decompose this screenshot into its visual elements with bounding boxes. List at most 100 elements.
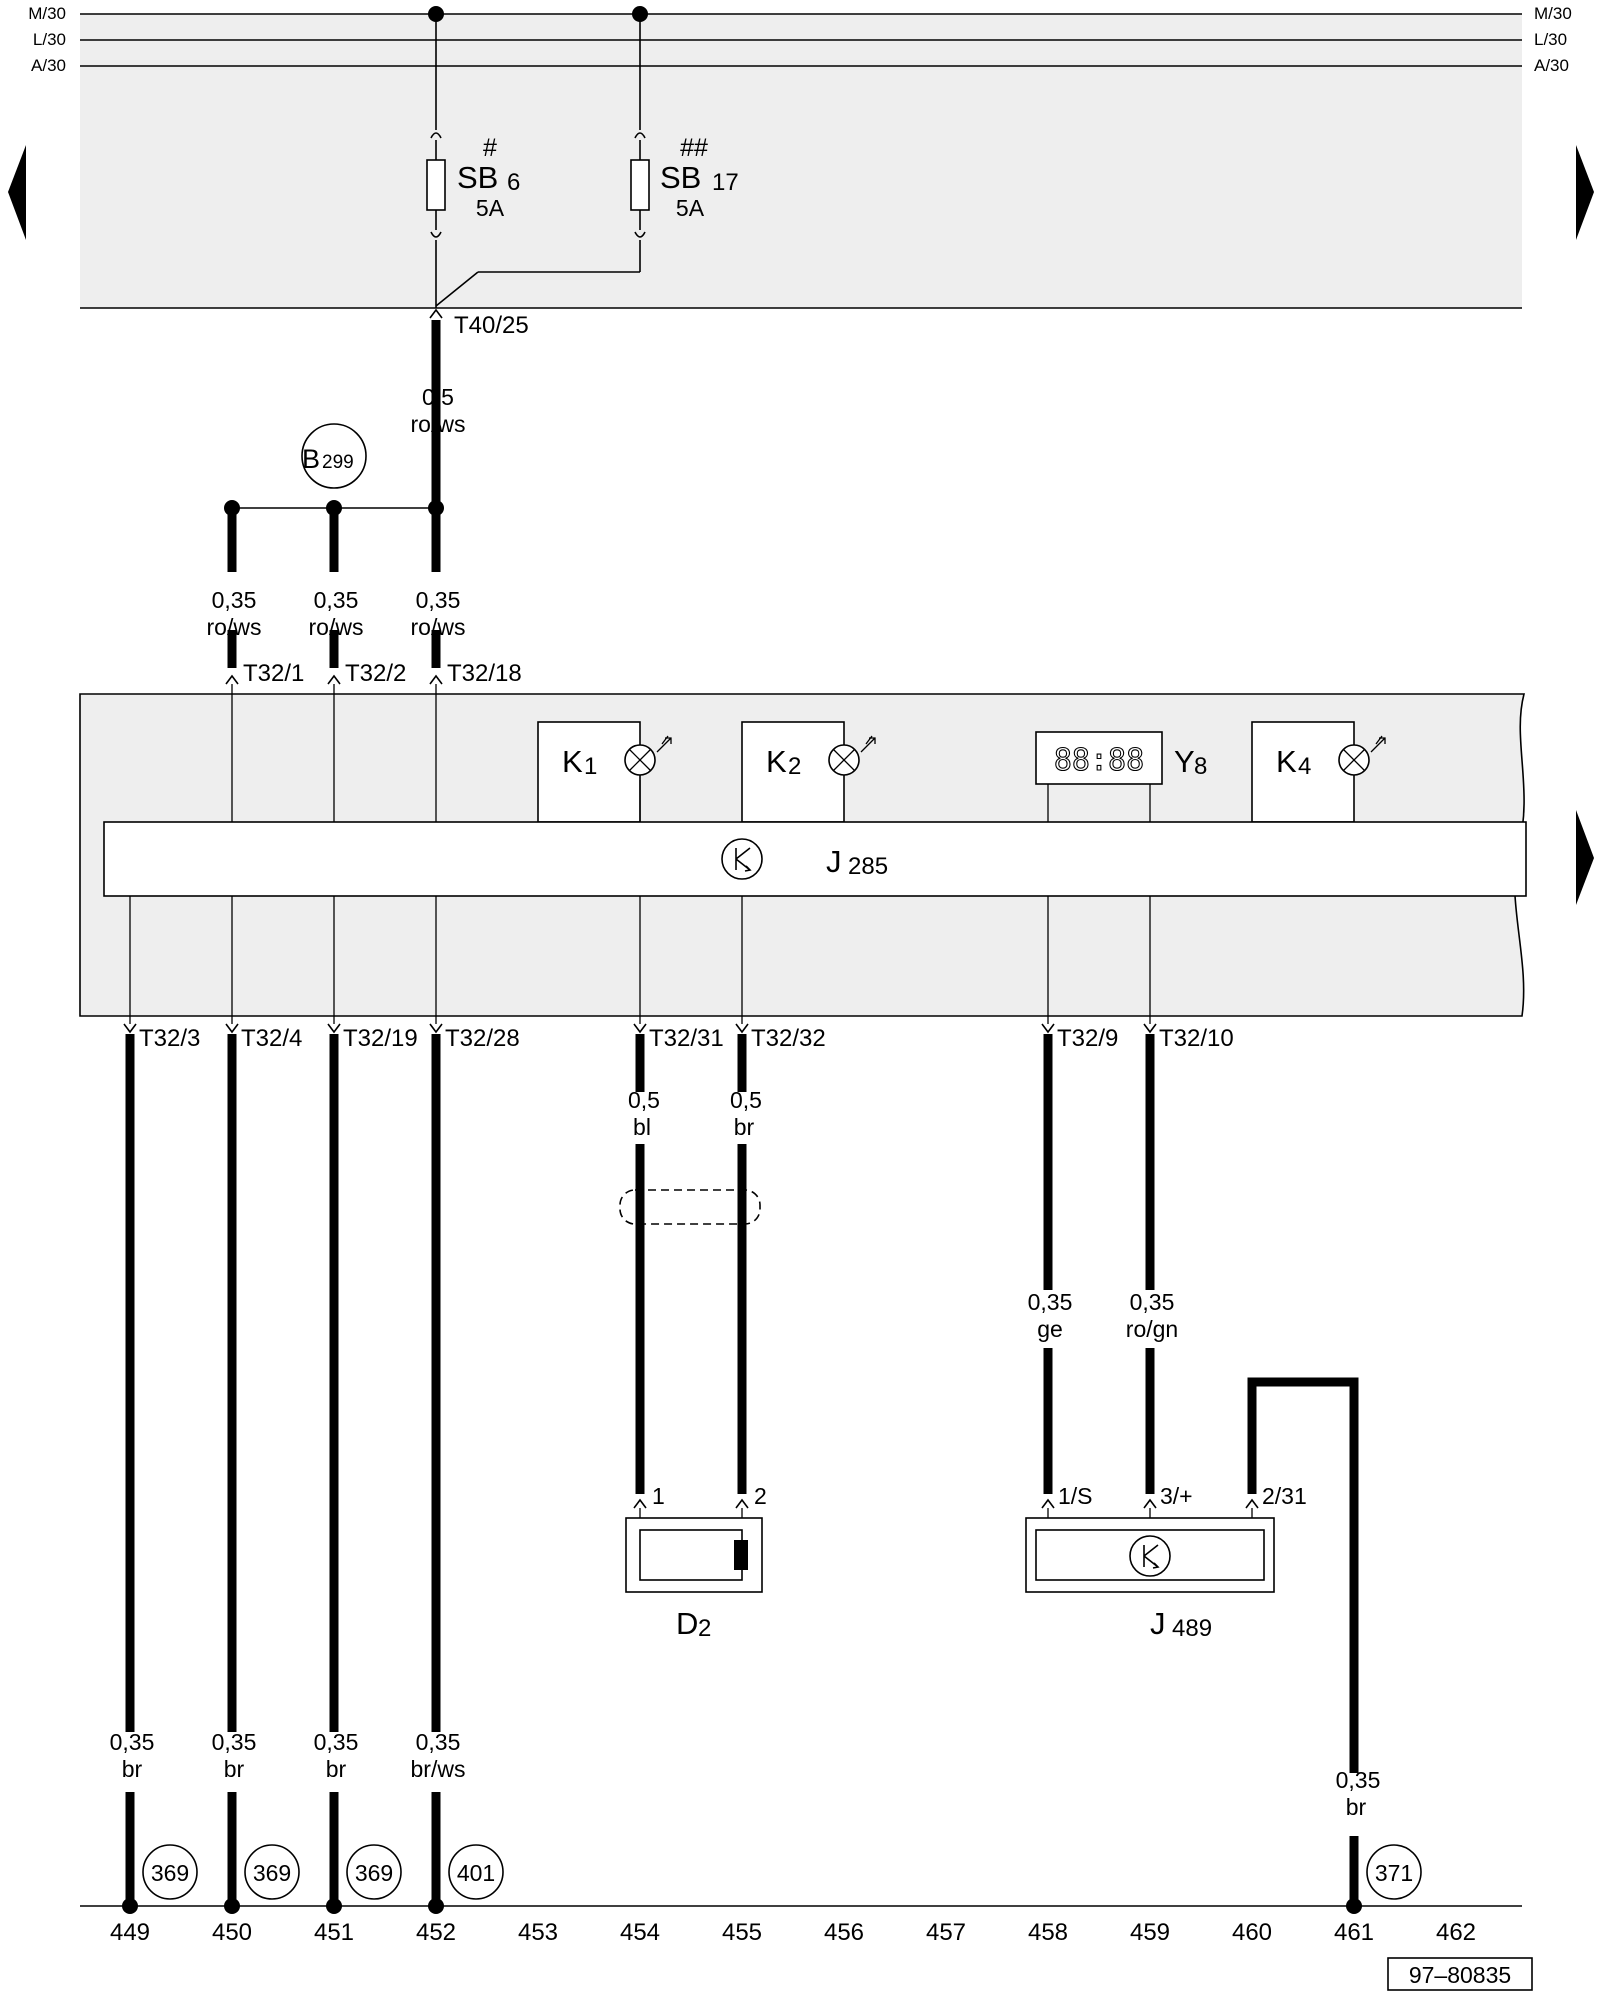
connector-t32-1-label: T32/1 [243,660,304,687]
rail-l30-label-left: L/30 [33,30,66,49]
connector-t32-31-label: T32/31 [649,1025,724,1052]
transistor-symbol [735,847,752,872]
j489-pin2-label: 2/31 [1262,1483,1307,1509]
connector-t32-18-arrow [429,674,443,685]
branch-wire-1-color: ro/ws [207,614,262,640]
rail-a30-label-right: A/30 [1534,56,1569,75]
fuse-panel-area [80,14,1522,308]
splice-b299: B 299 [224,423,444,516]
connector-t32-9-label: T32/9 [1057,1025,1118,1052]
k4-letter: K [1276,744,1297,779]
connector-t40-25-label: T40/25 [454,312,529,339]
fuse-sb17-rating: 5A [676,195,705,221]
ground-wire-452-color: br/ws [411,1756,466,1782]
immobilizer-coil-d2: 1 2 D 2 [625,1483,767,1642]
lower-connector-arrows [123,1023,1157,1034]
ref-circle-461: 371 [1366,1844,1422,1900]
ground-wire-452-size: 0,35 [416,1729,461,1755]
connector-t32-32-label: T32/32 [751,1025,826,1052]
d2-wire-bl-color: bl [633,1114,651,1140]
column-number-450: 450 [212,1919,252,1946]
connector-t32-18-label: T32/18 [447,660,522,687]
ref-450-text: 369 [253,1860,291,1886]
rail-m30-label-left: M/30 [28,4,66,23]
k2-letter: K [766,744,787,779]
column-number-454: 454 [620,1919,660,1946]
d2-wire-br-color: br [734,1114,755,1140]
light-rays-icon [656,735,672,753]
column-number-452: 452 [416,1919,456,1946]
y8-number: 8 [1194,753,1207,780]
ground-wire-461-color: br [1346,1794,1367,1820]
warning-lamp-k4: K 4 [1251,721,1386,823]
fuse-sb6: # SB 6 5A [426,6,520,308]
y8-letter: Y [1174,744,1195,779]
connector-t32-1-arrow [225,674,239,685]
ref-449-text: 369 [151,1860,189,1886]
branch-wire-2-size: 0,35 [314,587,359,613]
fuse-sb17: ## SB 17 5A [435,6,739,307]
next-page-arrow-icon[interactable] [1576,145,1594,240]
k4-number: 4 [1298,753,1311,780]
previous-page-arrow-icon[interactable] [8,145,26,240]
diagram-code: 97–80835 [1409,1962,1511,1988]
j489-letter: J [1150,1606,1166,1641]
d2-wire-br-size: 0,5 [730,1087,762,1113]
j489-wire-ge-color: ge [1037,1316,1063,1342]
ref-461-text: 371 [1375,1860,1413,1886]
column-number-462: 462 [1436,1919,1476,1946]
connector-t32-10-label: T32/10 [1159,1025,1234,1052]
j489-wire-ge-size: 0,35 [1028,1289,1073,1315]
k1-letter: K [562,744,583,779]
connector-t32-3-label: T32/3 [139,1025,200,1052]
j285-number: 285 [848,853,888,880]
y8-display-digits: 88:88 [1054,743,1144,778]
j489-number: 489 [1172,1615,1212,1642]
ground-wire-449-size: 0,35 [110,1729,155,1755]
fuse-sb17-number: 17 [712,169,739,196]
d2-pin2-label: 2 [754,1483,767,1509]
branch-wire-3-size: 0,35 [416,587,461,613]
d2-letter: D [676,1606,698,1641]
column-number-455: 455 [722,1919,762,1946]
j285-letter: J [826,844,842,879]
ground-point-452 [428,1898,444,1914]
d2-wire-bl-size: 0,5 [628,1087,660,1113]
ground-point-450 [224,1898,240,1914]
k2-number: 2 [788,753,801,780]
splice-b299-number: 299 [322,452,354,473]
connector-t32-2-arrow [327,674,341,685]
fuse-sb6-mark: # [483,134,497,162]
d2-number: 2 [698,1615,711,1642]
ground-wire-451-color: br [326,1756,347,1782]
j489-pin3-label: 3/+ [1160,1483,1193,1509]
connector-t32-28-label: T32/28 [445,1025,520,1052]
warning-lamp-k2: K 2 [741,721,876,823]
control-unit-j285: J 285 [103,821,1527,897]
j489-ground-wire [1247,1377,1359,1773]
fuse-sb17-mark: ## [680,134,708,162]
column-number-456: 456 [824,1919,864,1946]
feed-wire-color: ro/ws [411,411,466,437]
ground-point-461 [1346,1898,1362,1914]
column-number-451: 451 [314,1919,354,1946]
ground-wire-461-size: 0,35 [1336,1767,1381,1793]
connector-t40-25-arrow [429,308,443,319]
ground-wire-450-color: br [224,1756,245,1782]
continuation-arrow-icon[interactable] [1576,810,1594,905]
transistor-symbol [1143,1544,1160,1569]
rail-m30-label-right: M/30 [1534,4,1572,23]
connector-t32-2-label: T32/2 [345,660,406,687]
ground-point-449 [122,1898,138,1914]
ground-wire-449-color: br [122,1756,143,1782]
branch-wire-3-color: ro/ws [411,614,466,640]
column-number-461: 461 [1334,1919,1374,1946]
ground-wire-451-size: 0,35 [314,1729,359,1755]
fuse-sb6-rating: 5A [476,195,505,221]
column-number-458: 458 [1028,1919,1068,1946]
transistor-icon [1129,1535,1171,1577]
column-number-453: 453 [518,1919,558,1946]
column-number-457: 457 [926,1919,966,1946]
control-unit-j489: 1/S 3/+ 2/31 J 489 [1025,1483,1307,1642]
